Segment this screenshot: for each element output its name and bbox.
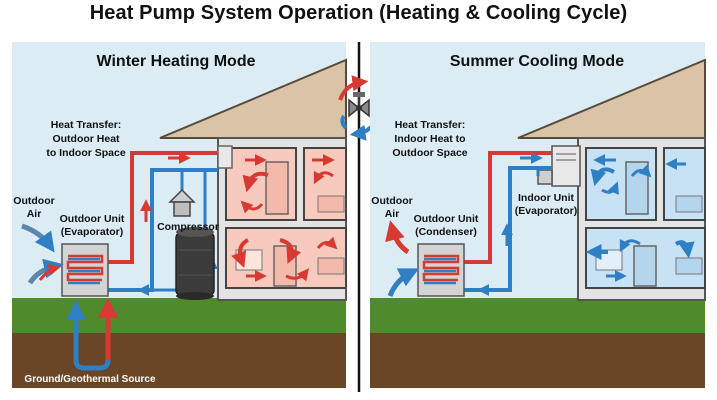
- winter-outdoor-unit-line1: Outdoor Unit: [60, 213, 125, 225]
- compressor: [175, 227, 215, 300]
- summer-panel: Summer Cooling Mode Heat Transfer: Indoo…: [370, 42, 706, 388]
- winter-grass: [12, 298, 346, 336]
- winter-soil: [12, 333, 346, 388]
- summer-heat-transfer-line2: Indoor Heat to: [394, 133, 465, 145]
- summer-outdoor-air-line1: Outdoor: [371, 195, 412, 207]
- winter-outdoor-unit: [61, 243, 109, 297]
- summer-heat-transfer-line3: Outdoor Space: [392, 147, 467, 159]
- summer-refrigerant-lines: [462, 151, 552, 296]
- summer-house: [517, 58, 706, 301]
- winter-outdoor-air-arrow: [21, 223, 55, 253]
- summer-outdoor-unit: [417, 243, 465, 297]
- summer-outdoor-unit-line1: Outdoor Unit: [414, 213, 479, 225]
- summer-outdoor-air-arrow: [385, 220, 410, 255]
- winter-outdoor-air-line2: Air: [27, 208, 42, 220]
- compressor-label: Compressor: [157, 221, 219, 233]
- summer-heat-transfer-line1: Heat Transfer:: [395, 119, 466, 131]
- indoor-air-handler: [217, 145, 233, 169]
- page-title: Heat Pump System Operation (Heating & Co…: [89, 2, 628, 24]
- winter-heat-transfer-line3: to Indoor Space: [46, 147, 126, 159]
- summer-indoor-unit-line2: (Evaporator): [515, 205, 577, 217]
- winter-outdoor-air-line1: Outdoor: [13, 195, 54, 207]
- summer-indoor-unit-line1: Indoor Unit: [518, 192, 574, 204]
- ground-loop: [66, 298, 118, 371]
- winter-heat-transfer-line1: Heat Transfer:: [51, 119, 122, 131]
- summer-outdoor-air-line2: Air: [385, 208, 400, 220]
- winter-panel: Winter Heating Mode Heat Transfer: Outdo…: [12, 42, 347, 388]
- ground-source-label: Ground/Geothermal Source: [24, 374, 156, 385]
- expansion-valve: [168, 188, 196, 217]
- summer-outdoor-unit-line2: (Condenser): [415, 226, 477, 238]
- summer-soil: [370, 333, 705, 388]
- indoor-unit: [551, 145, 581, 187]
- summer-mode-title: Summer Cooling Mode: [450, 53, 624, 70]
- winter-heat-transfer-line2: Outdoor Heat: [52, 133, 120, 145]
- winter-house: [159, 58, 347, 301]
- summer-grass: [370, 298, 705, 336]
- winter-outdoor-unit-line2: (Evaporator): [61, 226, 123, 238]
- winter-mode-title: Winter Heating Mode: [97, 53, 256, 70]
